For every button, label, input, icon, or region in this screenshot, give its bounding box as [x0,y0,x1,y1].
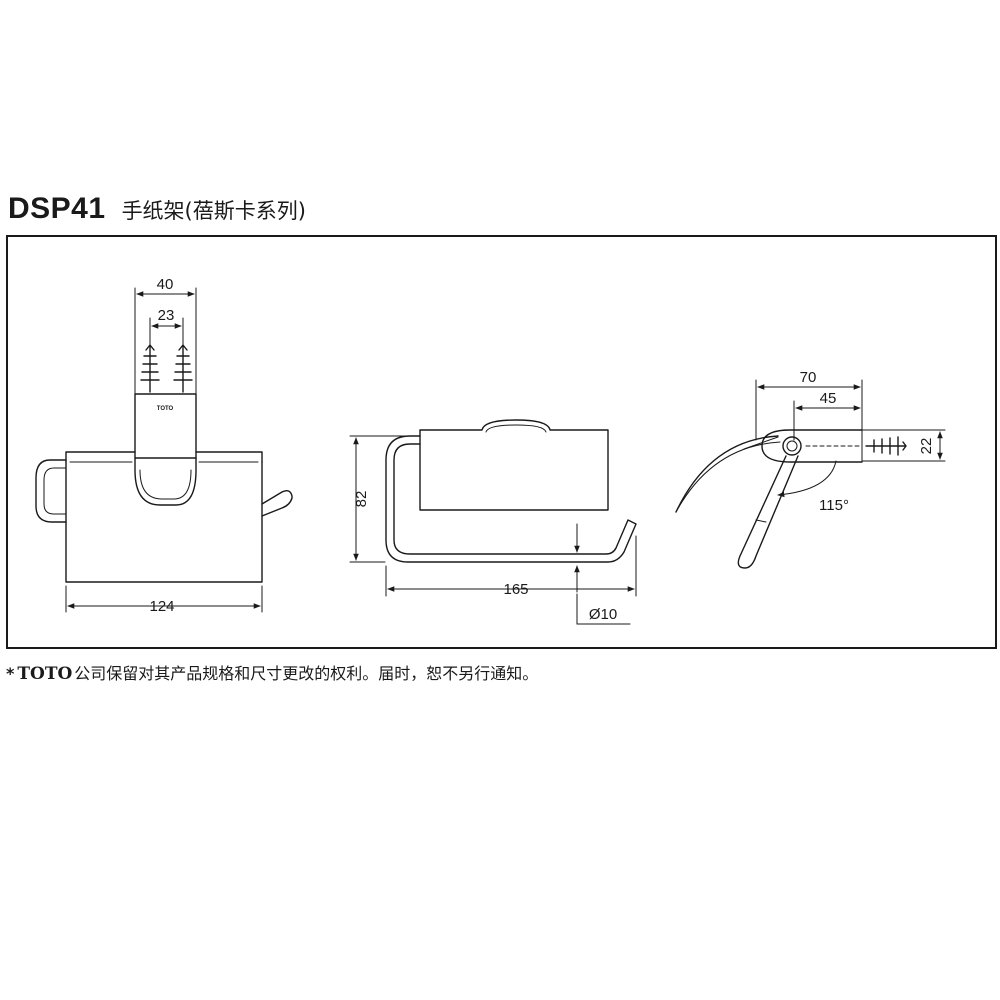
wall-anchor-left-icon [140,344,160,393]
dim-82-label: 82 [353,491,370,508]
dim-115-label: 115° [819,497,849,514]
dim-124-label: 124 [149,598,174,615]
dim-diameter-label: Ø10 [589,606,617,623]
dim-22-label: 22 [918,438,935,455]
model-number: DSP41 [8,192,106,225]
top-bracket [761,429,863,463]
dim-40-label: 40 [157,276,174,293]
bar-loop-left [35,459,67,523]
cover-body [65,461,263,583]
bar-tip-right [261,489,293,517]
wall-anchor-right-icon [173,344,193,393]
top-rotated-bar [737,455,799,569]
bracket-neck [134,457,197,506]
logo-mark: TOTO [157,406,174,412]
dim-23-label: 23 [158,307,175,324]
wall-anchor-top-icon [865,436,907,456]
footnote-text: 公司保留对其产品规格和尺寸更改的权利。届时，恕不另行通知。 [74,664,539,683]
footnote-brand: TOTO [17,664,73,684]
pivot-circle [782,436,802,456]
side-bar [385,435,637,563]
side-cover [419,419,609,511]
title-row: DSP41 手纸架(蓓斯卡系列) [8,192,306,236]
top-view: 70 45 22 115° [675,369,946,569]
dim-45-label: 45 [820,390,837,407]
footnote-asterisk: * [6,664,15,683]
product-name: 手纸架(蓓斯卡系列) [121,199,306,223]
swing-arc [675,435,779,513]
side-view: 82 165 Ø10 [349,419,637,625]
dim-165-label: 165 [503,581,528,598]
front-view: 40 23 TOTO 124 [35,276,293,615]
dim-70-label: 70 [800,369,817,386]
mounting-plate [134,393,197,459]
footnote: * TOTO 公司保留对其产品规格和尺寸更改的权利。届时，恕不另行通知。 [6,660,538,684]
drawing-frame [6,235,997,649]
